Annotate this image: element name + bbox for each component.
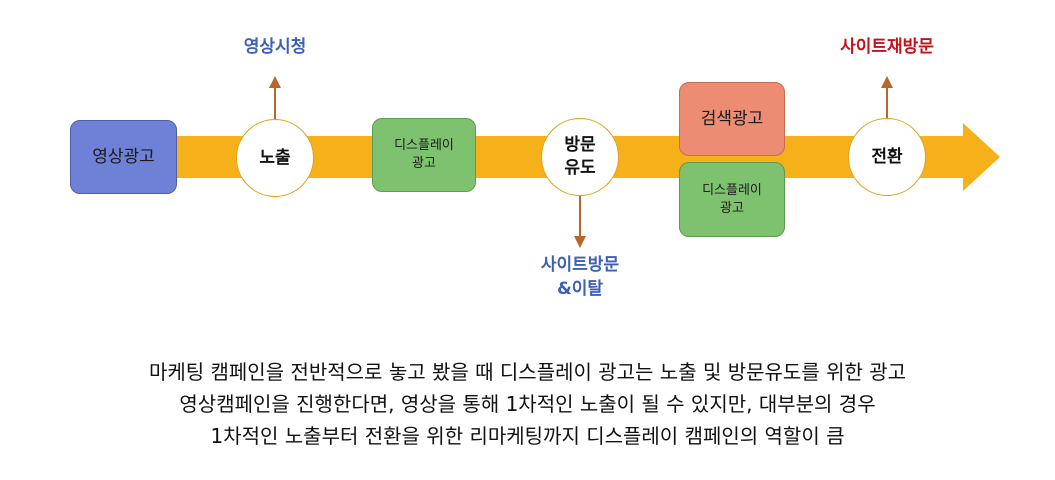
node-video-ad: 영상광고 [70, 120, 177, 194]
node-visit-induce-line1: 방문 [564, 135, 596, 156]
annotation-site-visit-line2: &이탈 [556, 278, 604, 299]
node-visit-induce: 방문 유도 [541, 118, 619, 196]
annotation-site-visit-bounce: 사이트방문 &이탈 [515, 254, 645, 302]
annotation-site-visit-line1: 사이트방문 [540, 255, 620, 275]
node-visit-induce-line2: 유도 [564, 158, 596, 178]
node-display-ad-1-line1: 디스플레이 [394, 138, 454, 154]
annotation-site-revisit: 사이트재방문 [840, 37, 934, 57]
caption-line-2: 영상캠페인을 진행한다면, 영상을 통해 1차적인 노출이 될 수 있지만, 대… [179, 392, 876, 416]
annotation-video-view: 영상시청 [243, 37, 307, 57]
node-conversion: 전환 [848, 118, 926, 196]
arrowhead-exposure-up [269, 76, 281, 88]
caption: 마케팅 캠페인을 전반적으로 놓고 봤을 때 디스플레이 광고는 노출 및 방문… [0, 356, 1055, 452]
node-display-ad-1-line2: 광고 [412, 156, 436, 171]
node-search-ad: 검색광고 [679, 82, 785, 156]
node-display-ad-2-line2: 광고 [720, 200, 744, 216]
node-display-ad-1: 디스플레이 광고 [372, 118, 476, 192]
arrowhead-conversion-up [881, 76, 893, 88]
caption-line-1: 마케팅 캠페인을 전반적으로 놓고 봤을 때 디스플레이 광고는 노출 및 방문… [148, 360, 907, 384]
arrowhead-visit-down [574, 236, 586, 248]
node-display-ad-2: 디스플레이 광고 [679, 162, 785, 237]
node-exposure: 노출 [236, 119, 314, 197]
node-display-ad-2-line1: 디스플레이 [702, 182, 762, 198]
caption-line-3: 1차적인 노출부터 전환을 위한 리마케팅까지 디스플레이 캠페인의 역할이 큼 [210, 424, 845, 448]
